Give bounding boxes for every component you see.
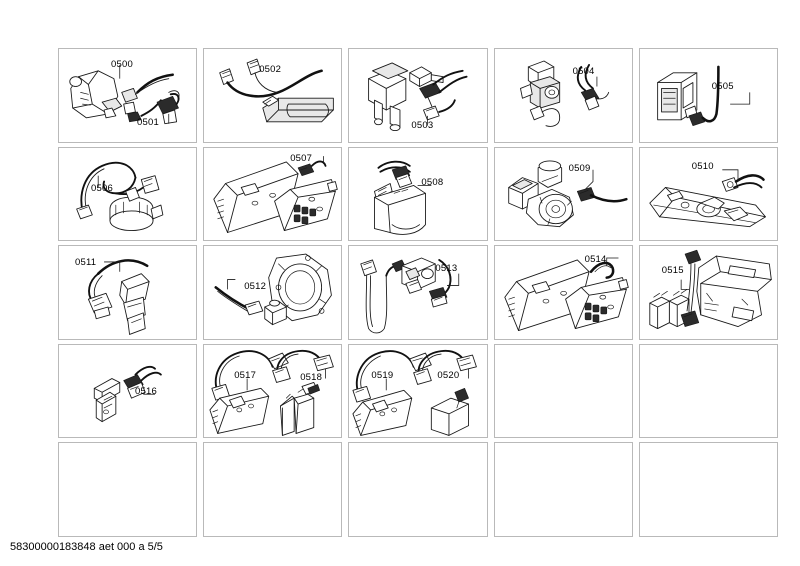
part-label-0501: 0501: [137, 117, 159, 128]
part-label-0515: 0515: [661, 265, 684, 277]
parts-cell-r4c2[interactable]: 0517 0518: [203, 343, 343, 439]
part-label-0510: 0510: [691, 160, 714, 172]
part-label-0505: 0505: [711, 81, 734, 92]
parts-cell-r5c1[interactable]: [58, 442, 198, 537]
part-label-0504: 0504: [572, 66, 595, 77]
parts-cell-r1c2[interactable]: 0502: [203, 48, 343, 143]
parts-cell-r5c3[interactable]: [348, 442, 488, 537]
illustration-heating-element: [219, 58, 334, 123]
illustration-bearing-housing: [214, 253, 333, 326]
illustration-display-board: [503, 257, 629, 332]
part-label-0520: 0520: [437, 369, 460, 381]
illustration-dispenser-unit: [649, 250, 772, 330]
parts-cell-r3c4[interactable]: 0514: [493, 245, 633, 340]
part-label-0509: 0509: [568, 162, 591, 174]
parts-cell-r5c2[interactable]: [203, 442, 343, 537]
part-label-0514: 0514: [584, 254, 607, 266]
parts-cell-r3c5[interactable]: 0515: [638, 245, 778, 340]
parts-cell-r4c4[interactable]: [493, 343, 633, 439]
parts-cell-r1c3[interactable]: 0503: [348, 48, 488, 143]
part-label-0518: 0518: [300, 371, 323, 383]
part-label-0512: 0512: [244, 281, 267, 293]
illustration-motor-assembly: [69, 64, 180, 125]
part-label-0507: 0507: [290, 152, 313, 164]
illustration-interference-filter: [374, 160, 432, 235]
parts-cell-r1c1[interactable]: 0500 0501: [58, 48, 198, 143]
parts-cell-r4c3[interactable]: 0519 0520: [348, 343, 488, 439]
parts-cell-r3c3[interactable]: 0513: [348, 245, 488, 340]
illustration-harness-and-boards: [209, 349, 334, 436]
parts-cell-r4c5[interactable]: [638, 343, 778, 439]
parts-cell-r4c1[interactable]: 0516: [58, 343, 198, 439]
part-label-0500: 0500: [111, 59, 133, 70]
part-label-0502: 0502: [259, 64, 282, 75]
parts-cell-r2c3[interactable]: 0508: [348, 146, 488, 242]
part-label-0517: 0517: [234, 369, 257, 381]
illustration-drain-pump: [507, 160, 628, 227]
parts-cell-r5c5[interactable]: [638, 442, 778, 537]
part-label-0513: 0513: [435, 263, 458, 275]
parts-cell-r2c4[interactable]: 0509: [493, 146, 633, 242]
part-label-0516: 0516: [135, 385, 157, 397]
parts-cell-r5c4[interactable]: [493, 442, 633, 537]
part-label-0506: 0506: [91, 182, 113, 194]
parts-cell-r2c5[interactable]: 0510: [638, 146, 778, 242]
part-label-0519: 0519: [371, 369, 394, 381]
illustration-door-lock: [519, 60, 609, 127]
part-label-0503: 0503: [411, 120, 434, 131]
illustration-detergent-drawer-rail: [649, 169, 766, 227]
document-caption: 58300000183848 aet 000 a 5/5: [10, 541, 163, 553]
parts-cell-r1c4[interactable]: 0504: [493, 48, 633, 143]
illustration-ntc-sensor: [87, 259, 150, 336]
parts-cell-r3c2[interactable]: 0512: [203, 245, 343, 340]
illustration-contact-bracket: [93, 365, 162, 422]
parts-grid: 0500 0501: [58, 48, 778, 537]
illustration-pressure-switch-harness: [76, 161, 164, 231]
illustration-control-module: [656, 65, 750, 127]
part-label-0508: 0508: [421, 176, 444, 188]
illustration-wiring-loom: [360, 257, 460, 334]
illustration-harness-and-module: [352, 349, 478, 436]
parts-cell-r2c2[interactable]: 0507: [203, 146, 343, 242]
illustration-water-valve: [368, 62, 468, 132]
parts-cell-r2c1[interactable]: 0506: [58, 146, 198, 242]
illustration-control-panel-board: [213, 155, 338, 233]
parts-cell-r1c5[interactable]: 0505: [638, 48, 778, 143]
part-label-0511: 0511: [75, 257, 97, 269]
parts-cell-r3c1[interactable]: 0511: [58, 245, 198, 340]
